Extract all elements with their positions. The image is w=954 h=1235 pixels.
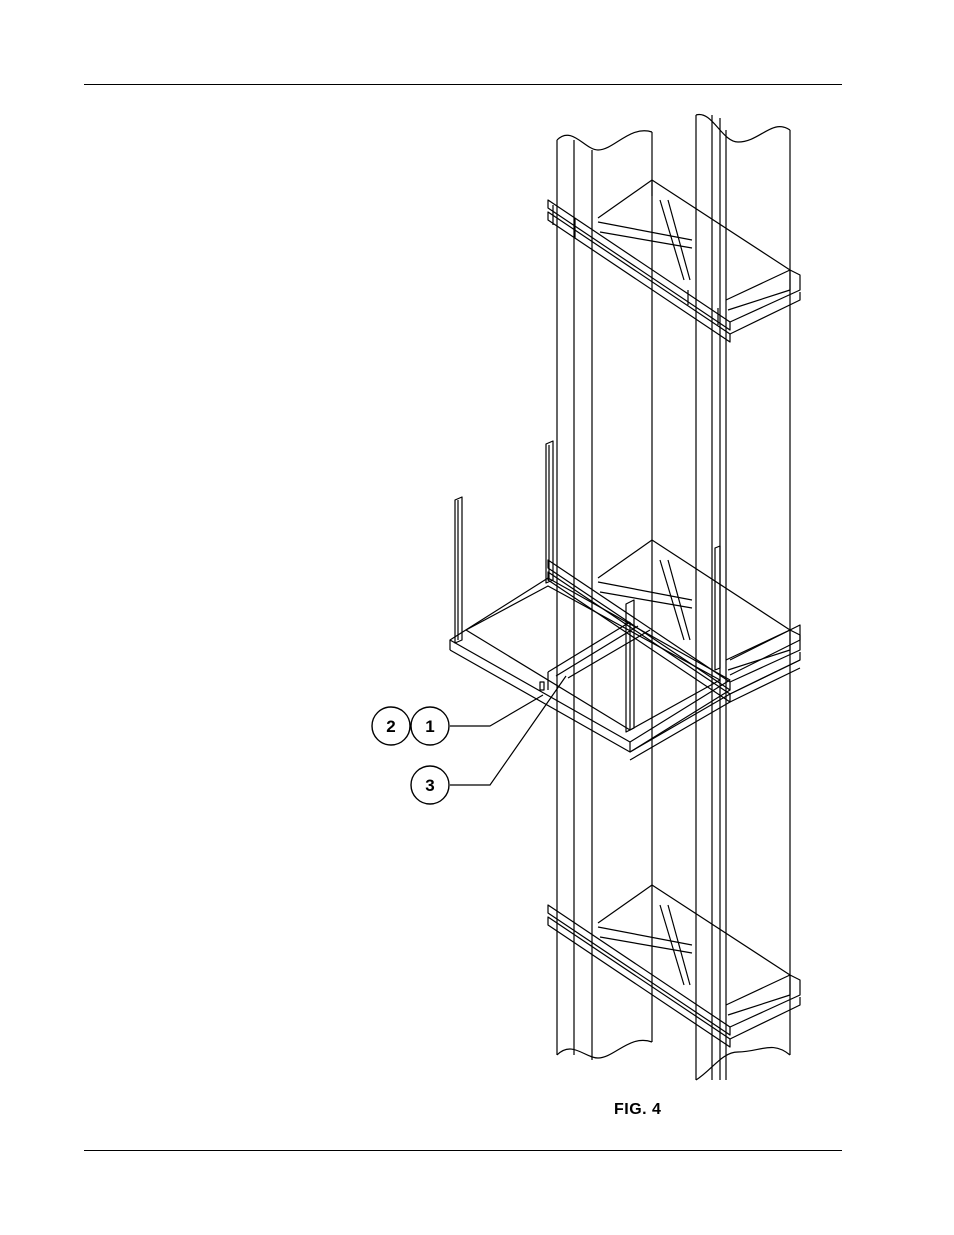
figure-caption: FIG. 4 [614, 1101, 661, 1119]
lower-brace-frame [548, 885, 800, 1047]
right-tower-leg [696, 114, 790, 1080]
work-platform [450, 441, 800, 760]
callout-2: 2 [372, 707, 410, 745]
upper-brace-frame [548, 180, 800, 342]
svg-text:2: 2 [386, 717, 395, 736]
bottom-rule [84, 1150, 842, 1151]
svg-text:1: 1 [425, 717, 434, 736]
svg-text:3: 3 [425, 776, 434, 795]
callout-leaders [450, 676, 566, 785]
callout-3: 3 [411, 766, 449, 804]
callout-1: 1 [411, 707, 449, 745]
